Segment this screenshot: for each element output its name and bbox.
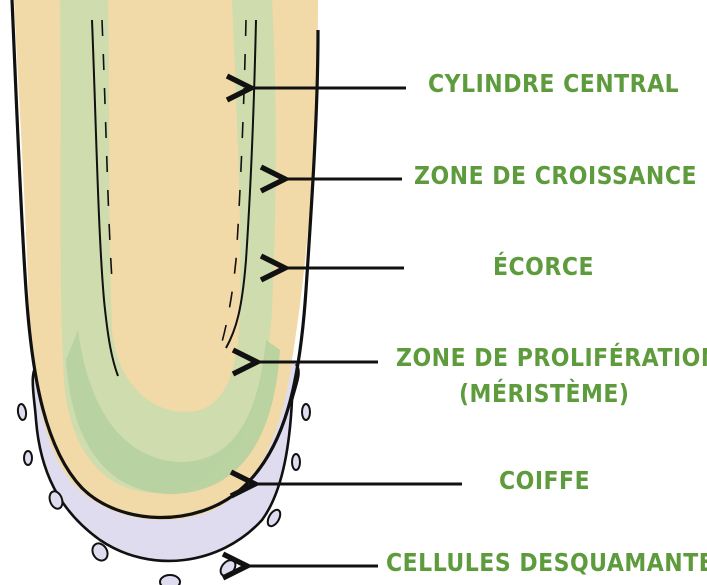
label-cellules-desquamantes: CELLULES DESQUAMANTES — [386, 549, 707, 579]
label-zone-croissance: ZONE DE CROISSANCE — [414, 162, 697, 192]
cell — [17, 404, 27, 421]
cell — [292, 454, 300, 470]
label-coiffe: COIFFE — [499, 467, 590, 497]
label-ecorce: ÉCORCE — [493, 253, 594, 283]
label-zone-proliferation: ZONE DE PROLIFÉRATION — [396, 344, 707, 374]
cell — [24, 451, 32, 465]
label-meristeme: (MÉRISTÈME) — [459, 380, 629, 410]
cell — [302, 404, 310, 420]
cell — [160, 575, 180, 585]
cell — [218, 557, 239, 579]
label-cylindre-central: CYLINDRE CENTRAL — [428, 70, 679, 100]
